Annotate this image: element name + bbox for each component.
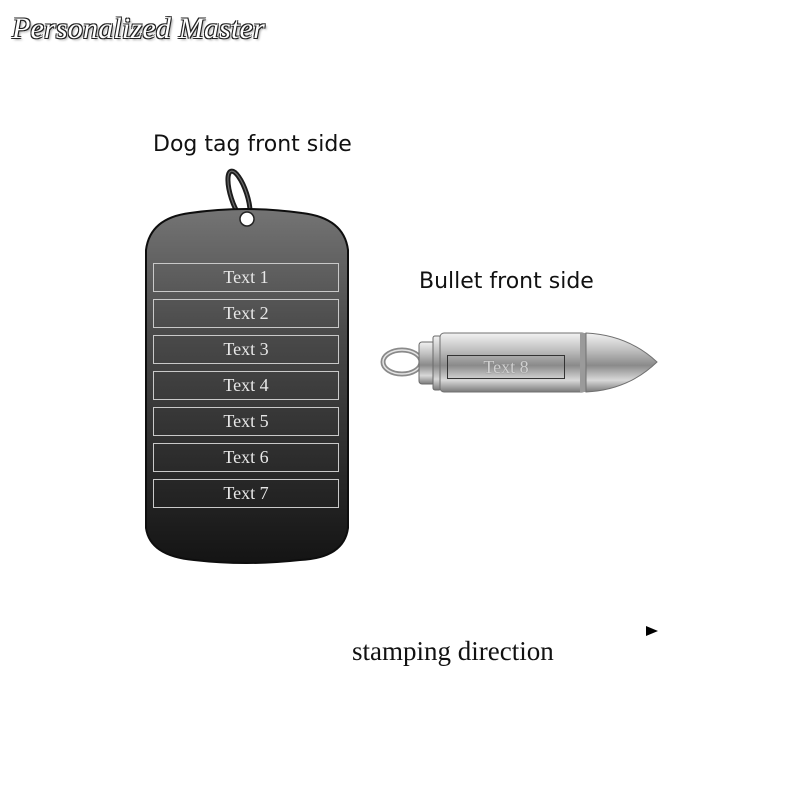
dogtag-hole [239, 211, 255, 227]
dogtag-slot-7: Text 7 [153, 479, 339, 508]
dogtag-slot-2: Text 2 [153, 299, 339, 328]
bullet-pendant [380, 332, 658, 393]
dogtag-text-slots: Text 1 Text 2 Text 3 Text 4 Text 5 Text … [153, 263, 339, 515]
dogtag-slot-3: Text 3 [153, 335, 339, 364]
dogtag-label: Dog tag front side [153, 132, 352, 157]
stamping-direction-label: stamping direction [352, 636, 554, 666]
dogtag-slot-6: Text 6 [153, 443, 339, 472]
bullet-text-slot: Text 8 [447, 355, 565, 379]
dogtag-body [145, 208, 349, 564]
arrow-right-icon [270, 626, 658, 636]
dogtag-slot-4: Text 4 [153, 371, 339, 400]
bullet-label: Bullet front side [419, 269, 594, 294]
dogtag-slot-1: Text 1 [153, 263, 339, 292]
brand-watermark: Personalized Master [12, 12, 265, 45]
dogtag-slot-5: Text 5 [153, 407, 339, 436]
